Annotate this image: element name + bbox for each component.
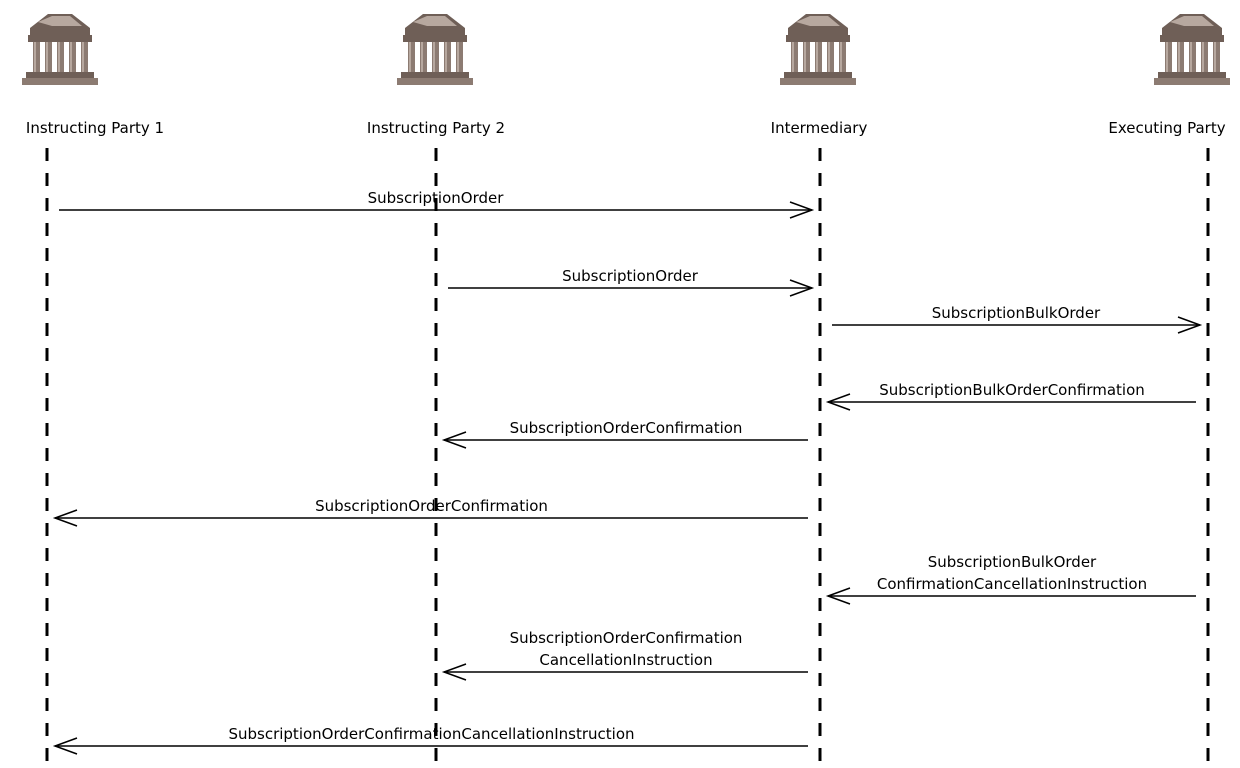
party-ep: Executing Party xyxy=(1108,14,1230,137)
message-label: SubscriptionOrder xyxy=(368,189,505,207)
message-label: SubscriptionOrderConfirmation xyxy=(315,497,548,515)
arrowhead-icon xyxy=(441,663,467,681)
message-label: SubscriptionOrderConfirmationCancellatio… xyxy=(228,725,634,743)
party-label: Intermediary xyxy=(771,119,868,137)
bank-building-icon xyxy=(1154,14,1230,85)
arrowhead-icon xyxy=(52,509,78,527)
arrowhead-icon xyxy=(441,431,467,449)
party-ip2: Instructing Party 2 xyxy=(367,14,505,137)
arrowhead-icon xyxy=(789,201,815,219)
message-arrow: SubscriptionOrderConfirmation xyxy=(52,497,808,527)
message-arrow: SubscriptionOrder xyxy=(448,267,815,297)
message-arrow: SubscriptionBulkOrder xyxy=(832,304,1203,334)
lifelines xyxy=(45,148,1210,768)
message-label: SubscriptionOrder xyxy=(562,267,699,285)
arrowhead-icon xyxy=(825,587,851,605)
message-label: SubscriptionOrderConfirmation xyxy=(510,419,743,437)
party-label: Instructing Party 2 xyxy=(367,119,505,137)
message-arrow: SubscriptionOrder xyxy=(59,189,815,219)
message-label: ConfirmationCancellationInstruction xyxy=(877,575,1147,593)
message-label: CancellationInstruction xyxy=(539,651,712,669)
message-arrow: SubscriptionOrderConfirmationCancellatio… xyxy=(52,725,808,755)
parties: Instructing Party 1 Instructing Party 2 In… xyxy=(22,14,1230,137)
party-int: Intermediary xyxy=(771,14,868,137)
party-label: Executing Party xyxy=(1108,119,1225,137)
message-arrow: SubscriptionBulkOrderConfirmationCancell… xyxy=(825,553,1196,605)
message-arrow: SubscriptionBulkOrderConfirmation xyxy=(825,381,1196,411)
bank-building-icon xyxy=(397,14,473,85)
party-ip1: Instructing Party 1 xyxy=(22,14,164,137)
arrowhead-icon xyxy=(789,279,815,297)
party-label: Instructing Party 1 xyxy=(26,119,164,137)
message-label: SubscriptionBulkOrderConfirmation xyxy=(879,381,1145,399)
message-label: SubscriptionBulkOrder xyxy=(932,304,1101,322)
message-arrow: SubscriptionOrderConfirmationCancellatio… xyxy=(441,629,808,681)
messages: SubscriptionOrderSubscriptionOrderSubscr… xyxy=(52,189,1203,755)
message-label: SubscriptionBulkOrder xyxy=(928,553,1097,571)
arrowhead-icon xyxy=(825,393,851,411)
arrowhead-icon xyxy=(1177,316,1203,334)
bank-building-icon xyxy=(22,14,98,85)
arrowhead-icon xyxy=(52,737,78,755)
message-arrow: SubscriptionOrderConfirmation xyxy=(441,419,808,449)
bank-building-icon xyxy=(780,14,856,85)
message-label: SubscriptionOrderConfirmation xyxy=(510,629,743,647)
